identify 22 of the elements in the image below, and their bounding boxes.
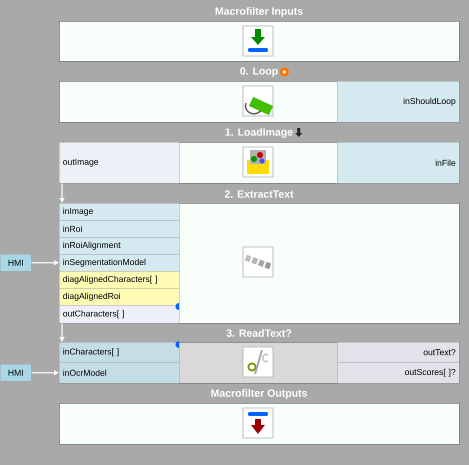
hmi-tag: HMI xyxy=(0,254,32,272)
input-port: inShouldLoop xyxy=(337,81,460,122)
diagnostic-port: diagAlignedCharacters[ ] xyxy=(59,271,180,288)
input-port: inSegmentationModel xyxy=(59,254,180,272)
output-port: outImage xyxy=(59,142,180,184)
output-port: outScores[ ]? xyxy=(337,362,460,384)
input-port: inCharacters[ ] xyxy=(59,342,180,362)
output-port: outText? xyxy=(337,342,460,362)
hmi-tag: HMI xyxy=(0,364,32,382)
input-port: inRoiAlignment xyxy=(59,237,180,254)
input-port: inRoi xyxy=(59,220,180,238)
output-port: outCharacters[ ] xyxy=(59,305,180,324)
block-title: 2. ExtractText xyxy=(224,190,294,198)
input-port: inOcrModel xyxy=(59,362,180,384)
block-title: 0. Loop xyxy=(240,67,278,77)
block-title: Macrofilter Outputs xyxy=(211,389,307,399)
input-port: inImage xyxy=(59,203,180,220)
block-title: 1. LoadImage xyxy=(226,128,293,138)
diagnostic-port: diagAlignedRoi xyxy=(59,288,180,306)
input-port: inFile xyxy=(337,142,460,184)
block-title: Macrofilter Inputs xyxy=(216,7,303,17)
block-title: 3. ReadText? xyxy=(226,329,292,337)
